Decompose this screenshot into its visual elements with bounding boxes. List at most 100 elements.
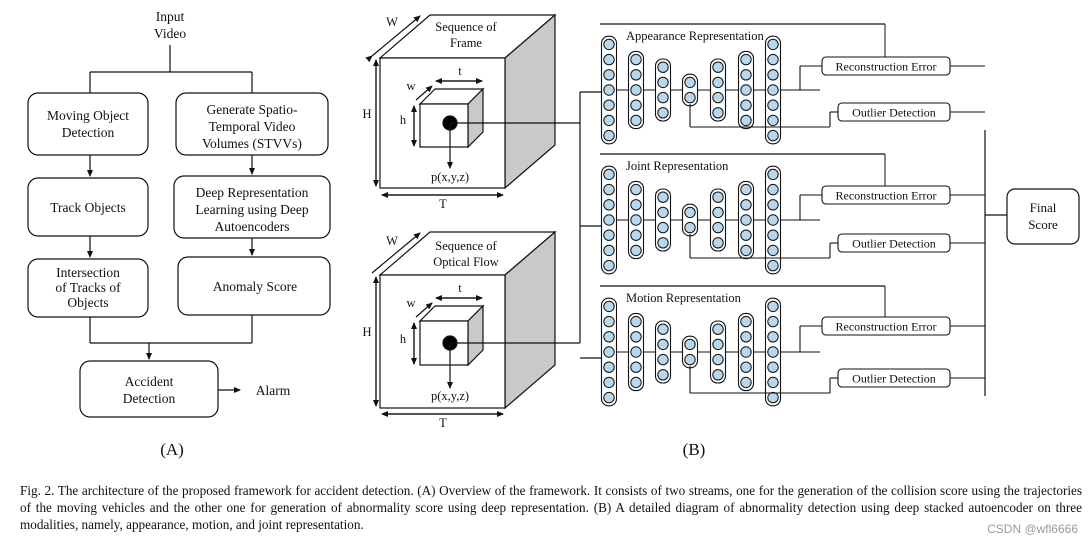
- encoder-layer: [654, 320, 672, 384]
- stream-title: Joint Representation: [626, 159, 729, 173]
- frame-W-label: W: [386, 15, 398, 29]
- accident-detection-box: [79, 360, 219, 418]
- neuron-node: [712, 76, 724, 89]
- neuron-node: [767, 331, 779, 343]
- neuron-node: [657, 237, 669, 249]
- neuron-node: [767, 69, 779, 81]
- neuron-node: [740, 199, 752, 211]
- neuron-node: [767, 259, 779, 272]
- neuron-node: [630, 99, 642, 111]
- neuron-node: [712, 338, 724, 351]
- neuron-node: [740, 69, 752, 81]
- autoencoder-streams: Appearance RepresentationReconstruction …: [600, 23, 985, 407]
- cube-to-streams-connectors: [579, 91, 602, 359]
- outlier-detection-label: Outlier Detection: [852, 106, 936, 120]
- flow-w-label: w: [406, 296, 415, 310]
- neuron-node: [657, 369, 669, 381]
- neuron-node: [603, 129, 615, 142]
- flow-cube: [371, 230, 580, 417]
- watermark: CSDN @wfl6666: [987, 522, 1078, 536]
- neuron-node: [767, 38, 779, 51]
- neuron-node: [603, 229, 615, 241]
- neuron-node: [684, 221, 696, 234]
- neuron-node: [630, 114, 642, 127]
- figure-caption: Fig. 2. The architecture of the proposed…: [20, 483, 1082, 532]
- neuron-node: [603, 114, 615, 127]
- neuron-node: [740, 99, 752, 111]
- neuron-node: [767, 214, 779, 226]
- neuron-node: [603, 391, 615, 404]
- neuron-node: [630, 214, 642, 226]
- frame-T-label: T: [439, 197, 447, 211]
- neuron-node: [603, 376, 615, 389]
- neuron-node: [740, 244, 752, 257]
- neuron-node: [603, 69, 615, 81]
- frame-cube: [365, 13, 580, 198]
- flow-H-label: H: [362, 325, 371, 339]
- neuron-node: [767, 199, 779, 211]
- neuron-node: [603, 99, 615, 111]
- neuron-node: [603, 214, 615, 226]
- neuron-node: [630, 229, 642, 241]
- neuron-node: [767, 346, 779, 358]
- frame-t-label: t: [458, 64, 462, 78]
- frame-point-label: p(x,y,z): [431, 170, 469, 184]
- neuron-node: [767, 315, 779, 328]
- alarm-label: Alarm: [256, 383, 291, 398]
- neuron-node: [684, 338, 696, 351]
- encoder-layer: [709, 58, 727, 122]
- neuron-node: [767, 99, 779, 111]
- neuron-node: [603, 300, 615, 313]
- neuron-node: [603, 259, 615, 272]
- flow-h-label: h: [400, 332, 407, 346]
- neuron-node: [767, 391, 779, 404]
- neuron-node: [740, 229, 752, 241]
- neuron-node: [740, 376, 752, 389]
- neuron-node: [740, 53, 752, 66]
- final-score-box: [1006, 188, 1080, 245]
- neuron-node: [657, 353, 669, 366]
- neuron-node: [630, 69, 642, 81]
- neuron-node: [684, 353, 696, 366]
- neuron-node: [603, 361, 615, 373]
- flow-W-label: W: [386, 234, 398, 248]
- neuron-node: [630, 84, 642, 96]
- neuron-node: [630, 199, 642, 211]
- reconstruction-error-label: Reconstruction Error: [836, 189, 937, 203]
- neuron-node: [767, 300, 779, 313]
- intersection-box: [27, 258, 149, 318]
- neuron-node: [603, 38, 615, 51]
- neuron-node: [740, 214, 752, 226]
- neuron-node: [630, 361, 642, 373]
- neuron-node: [740, 315, 752, 328]
- encoder-layer: [654, 58, 672, 122]
- neuron-node: [767, 376, 779, 389]
- encoder-layer: [654, 188, 672, 252]
- neuron-node: [657, 338, 669, 351]
- track-objects-box: [27, 177, 149, 237]
- neuron-node: [657, 76, 669, 89]
- neuron-node: [603, 84, 615, 96]
- neuron-node: [630, 53, 642, 66]
- flow-t-label: t: [458, 281, 462, 295]
- panel-b-caption-label: (B): [683, 440, 706, 459]
- neuron-node: [630, 331, 642, 343]
- outlier-detection-label: Outlier Detection: [852, 372, 936, 386]
- neuron-node: [740, 346, 752, 358]
- neuron-node: [740, 331, 752, 343]
- neuron-node: [603, 183, 615, 196]
- frame-h-label: h: [400, 113, 407, 127]
- neuron-node: [684, 91, 696, 104]
